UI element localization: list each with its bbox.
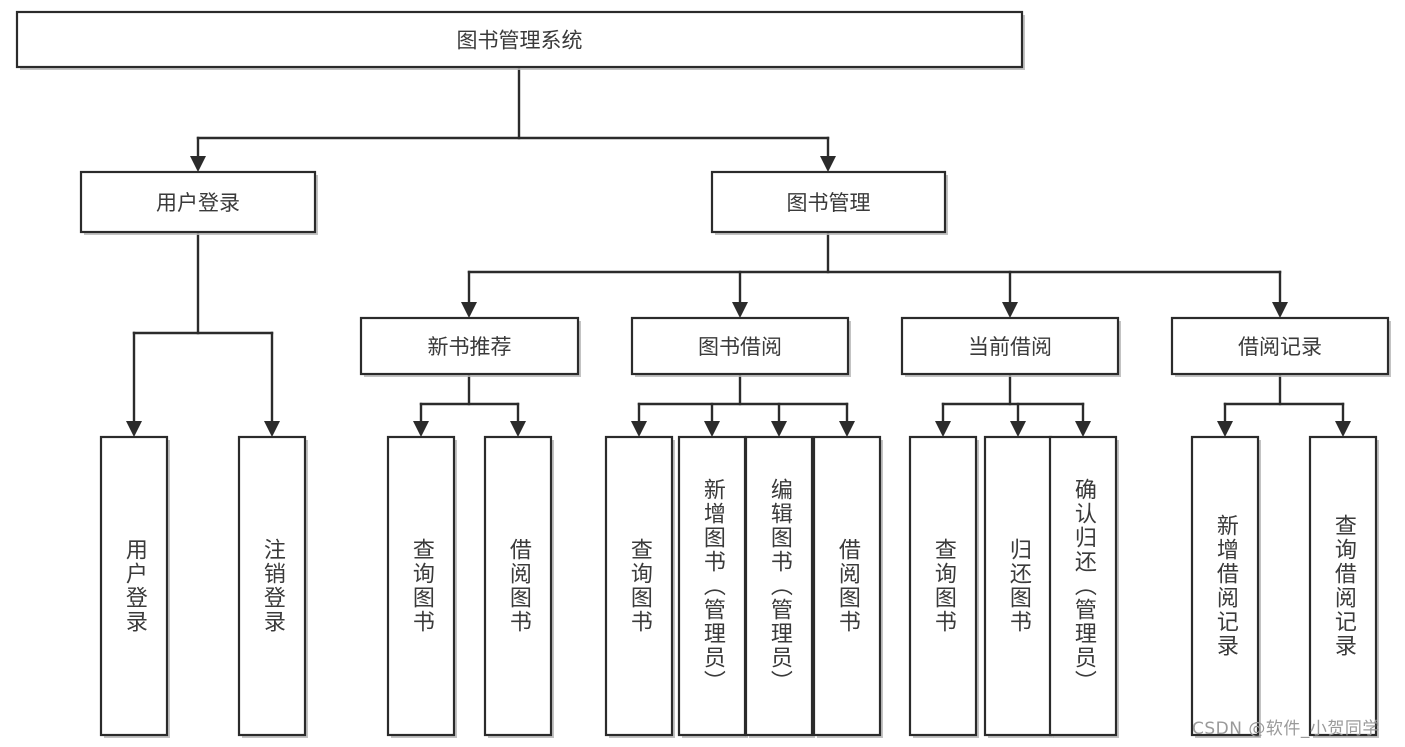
connector-login-leaf-0-head	[126, 421, 142, 437]
connector-group-1-leaf-0-head	[631, 421, 647, 437]
node-level3-label-2: 当前借阅	[968, 335, 1052, 359]
connector-group-0-leaf-1-head	[510, 421, 526, 437]
node-leaf-11[interactable]	[1190, 435, 1260, 737]
connector-root-to-level2-0-head	[190, 156, 206, 172]
node-level2-0[interactable]	[79, 170, 317, 234]
node-root-label: 图书管理系统	[457, 29, 583, 53]
node-leaf-3[interactable]	[483, 435, 553, 737]
connector-group-2-leaf-1-head	[1010, 421, 1026, 437]
connector-manage-to-level3-3-head	[1272, 302, 1288, 318]
connector-login-leaf-1-head	[264, 421, 280, 437]
node-root[interactable]	[15, 10, 1024, 69]
node-level2-label-1: 图书管理	[787, 191, 871, 215]
node-level3-2[interactable]	[900, 316, 1120, 376]
connector-group-0-leaf-0-head	[413, 421, 429, 437]
node-level3-label-0: 新书推荐	[428, 335, 512, 359]
node-leaf-10[interactable]	[1048, 435, 1118, 737]
node-leaf-2[interactable]	[386, 435, 456, 737]
connector-group-1-leaf-1-head	[704, 421, 720, 437]
node-leaf-6[interactable]	[744, 435, 814, 737]
node-level2-label-0: 用户登录	[156, 191, 240, 215]
connector-manage-to-level3-2-head	[1002, 302, 1018, 318]
node-leaf-7[interactable]	[812, 435, 882, 737]
connector-root-to-level2-1-head	[820, 156, 836, 172]
connector-group-1-leaf-3-head	[839, 421, 855, 437]
connector-group-2-leaf-0-head	[935, 421, 951, 437]
node-level3-1[interactable]	[630, 316, 850, 376]
node-leaf-12[interactable]	[1308, 435, 1378, 737]
node-leaf-5[interactable]	[677, 435, 747, 737]
watermark-label: CSDN @软件_小贺同学	[1192, 719, 1380, 739]
node-level3-label-3: 借阅记录	[1238, 335, 1322, 359]
connector-layer	[126, 65, 1351, 437]
node-level3-3[interactable]	[1170, 316, 1390, 376]
connector-group-1-leaf-2-head	[771, 421, 787, 437]
connector-manage-to-level3-0-head	[461, 302, 477, 318]
connector-group-3-leaf-1-head	[1335, 421, 1351, 437]
node-leaf-8[interactable]	[908, 435, 978, 737]
connector-manage-to-level3-1-head	[732, 302, 748, 318]
connector-group-2-leaf-2-head	[1075, 421, 1091, 437]
node-leaf-9[interactable]	[983, 435, 1053, 737]
node-leaf-1[interactable]	[237, 435, 307, 737]
node-leaf-4[interactable]	[604, 435, 674, 737]
node-level3-label-1: 图书借阅	[698, 335, 782, 359]
node-level2-1[interactable]	[710, 170, 947, 234]
node-leaf-0[interactable]	[99, 435, 169, 737]
node-box-layer	[15, 10, 1391, 738]
node-level3-0[interactable]	[359, 316, 580, 376]
connector-group-3-leaf-0-head	[1217, 421, 1233, 437]
